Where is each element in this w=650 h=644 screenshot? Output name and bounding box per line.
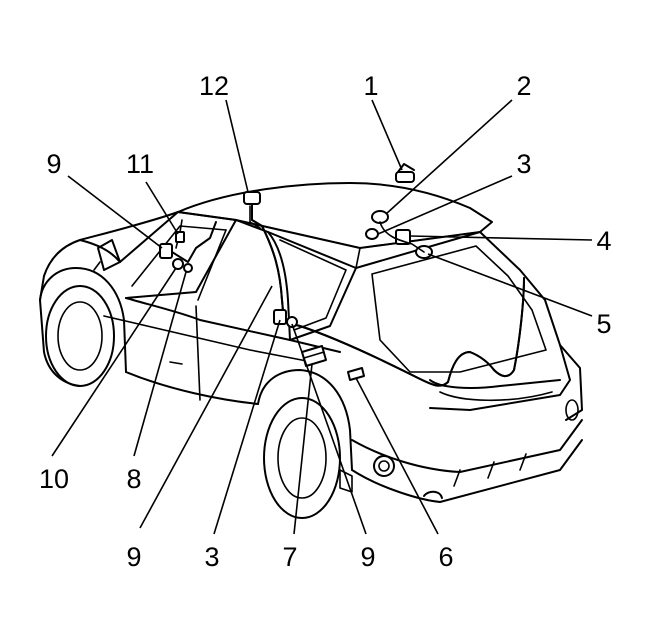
leader-11 <box>145 181 179 235</box>
front-window-inner <box>131 225 227 287</box>
leader-3b <box>213 319 281 535</box>
door-handle <box>169 361 183 365</box>
rear-quarter-window <box>267 231 357 341</box>
front-tire <box>45 285 115 387</box>
front-bumper <box>39 299 81 387</box>
callout-8: 8 <box>126 464 141 494</box>
callout-4: 4 <box>596 226 611 256</box>
antenna-harness <box>159 163 525 387</box>
hatch-lower-edge <box>429 379 561 389</box>
callout-6: 6 <box>438 542 453 572</box>
rear-bumper-lower <box>351 439 583 503</box>
leader-9b <box>139 285 273 529</box>
door-seam <box>195 305 201 401</box>
callout-12: 12 <box>199 71 229 101</box>
callout-10: 10 <box>39 464 69 494</box>
callout-1: 1 <box>363 71 378 101</box>
rear-glass <box>371 245 547 373</box>
callout-3-bottom: 3 <box>204 542 219 572</box>
belt-line <box>125 297 341 353</box>
callout-5: 5 <box>596 309 611 339</box>
rocker-panel <box>125 371 259 405</box>
fastener-11 <box>175 231 185 243</box>
leader-lines <box>51 99 593 535</box>
front-wheel-arch <box>39 267 127 373</box>
hood-crease <box>79 239 121 263</box>
rear-wheel-arch <box>257 369 353 471</box>
leader-4 <box>409 235 593 241</box>
callout-7: 7 <box>282 542 297 572</box>
callout-labels: 1 2 3 4 5 6 7 8 9 9 9 10 11 12 3 <box>39 71 612 572</box>
connector-8 <box>183 263 193 273</box>
leader-7 <box>293 363 313 535</box>
rear-hatch-outline <box>355 231 571 411</box>
callout-9-topleft: 9 <box>46 149 61 179</box>
leader-12 <box>225 99 249 193</box>
door-crease <box>103 315 313 363</box>
tail-lamp <box>559 344 583 421</box>
rear-rim <box>277 417 327 499</box>
vehicle-body <box>39 182 583 519</box>
leader-6 <box>355 377 439 535</box>
callout-3: 3 <box>516 149 531 179</box>
harness-front-cable <box>171 221 217 263</box>
antenna-module-1 <box>395 171 415 183</box>
exhaust-tip <box>423 490 443 499</box>
callout-9-bottom-a: 9 <box>126 542 141 572</box>
fog-lamp <box>373 455 395 477</box>
hood-line <box>39 211 179 301</box>
roof-rear-edge <box>359 231 481 249</box>
leader-8 <box>133 271 187 457</box>
roof-outline <box>177 182 493 249</box>
leader-2 <box>385 99 513 215</box>
bumper-vents <box>453 453 527 487</box>
connector-12 <box>243 191 261 205</box>
leader-1 <box>371 99 403 171</box>
connector-3-pillar <box>273 309 287 325</box>
side-mirror <box>97 239 121 271</box>
connector-9-front <box>159 243 173 259</box>
leader-5 <box>427 253 593 317</box>
callout-2: 2 <box>516 71 531 101</box>
leader-3a <box>377 175 513 235</box>
callout-11: 11 <box>126 149 154 179</box>
harness-clip-9 <box>286 316 298 328</box>
leader-10 <box>51 267 177 457</box>
connector-6 <box>347 367 365 381</box>
front-rim <box>57 301 103 371</box>
callout-9-bottom-b: 9 <box>360 542 375 572</box>
leader-9a <box>67 175 163 249</box>
rear-bumper <box>351 419 583 473</box>
leader-9c <box>291 323 367 535</box>
connector-3-roof <box>365 228 379 240</box>
connector-10 <box>172 258 184 270</box>
